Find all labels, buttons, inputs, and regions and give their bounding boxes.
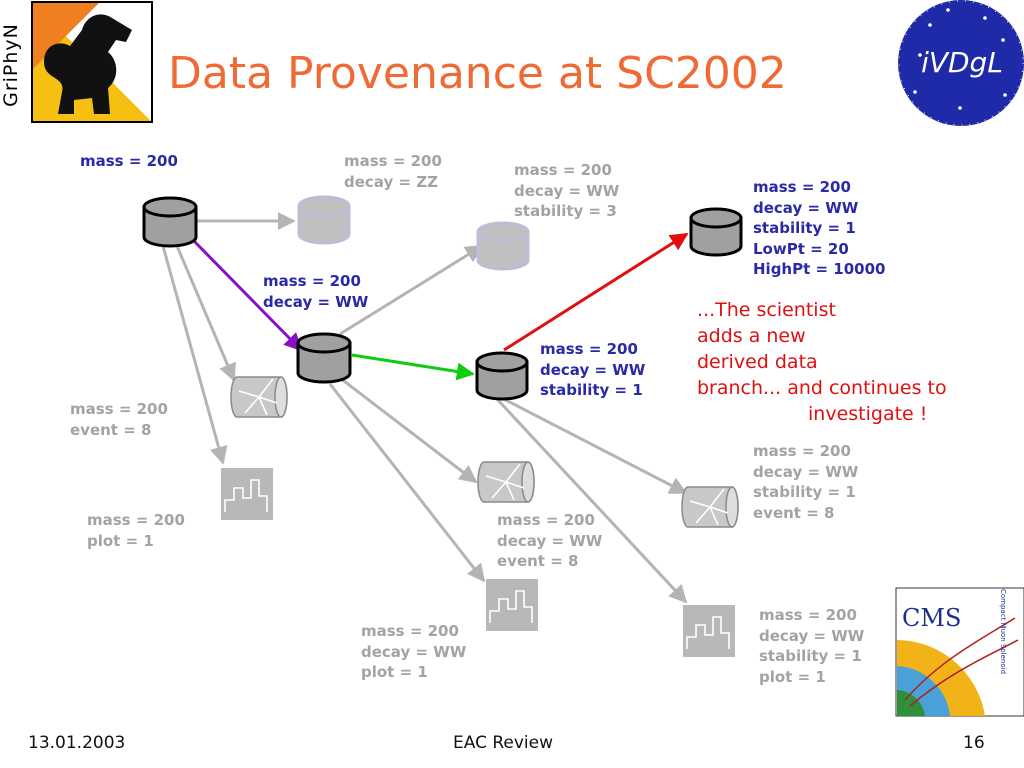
label-s1-plot: mass = 200 decay = WW stability = 1 plot… [759, 605, 864, 687]
database-icon[interactable] [297, 195, 351, 245]
label-root: mass = 200 [80, 151, 178, 172]
edge-ww-s1-green [351, 353, 475, 381]
label-line: mass = 200 [361, 622, 459, 640]
label-ww: mass = 200 decay = WW [263, 271, 368, 312]
label-line: mass = 200 [87, 511, 185, 529]
edge-ww-plot [328, 383, 486, 583]
label-line: decay = WW [263, 292, 369, 311]
label-line: mass = 200 [514, 161, 612, 179]
label-ww-plot: mass = 200 decay = WW plot = 1 [361, 621, 466, 683]
label-line: stability = 1 [753, 483, 856, 501]
database-icon[interactable] [689, 207, 743, 257]
note-line: adds a new [697, 325, 806, 347]
event-data-icon[interactable] [477, 460, 535, 504]
gray-edges [161, 212, 688, 604]
edge-s1-lowpt-red [503, 232, 689, 352]
griphyn-logo-text: GriPhyN [0, 23, 22, 107]
cms-logo [895, 587, 1024, 717]
label-line: mass = 200 [80, 152, 178, 170]
note-line: branch... and continues to [697, 377, 947, 399]
ivdgl-logo-text: iVDgL [921, 46, 1003, 79]
label-line: mass = 200 [540, 340, 638, 358]
edge-ww-event [339, 376, 478, 484]
label-line: stability = 3 [514, 202, 617, 220]
label-line: mass = 200 [753, 442, 851, 460]
footer-date: 13.01.2003 [28, 733, 126, 753]
label-line: LowPt = 20 [753, 239, 849, 258]
label-ww-s3: mass = 200 decay = WW stability = 3 [514, 160, 619, 222]
label-line: decay = WW [753, 198, 859, 217]
database-icon[interactable] [475, 351, 529, 401]
event-data-icon[interactable] [681, 485, 739, 529]
edge-s1-plot [494, 396, 688, 604]
label-line: event = 8 [753, 503, 835, 522]
database-icon[interactable] [142, 196, 198, 248]
label-ww-s1: mass = 200 decay = WW stability = 1 [540, 339, 645, 401]
label-line: decay = WW [497, 531, 603, 550]
label-s1-event: mass = 200 decay = WW stability = 1 even… [753, 441, 858, 523]
label-line: stability = 1 [540, 381, 643, 399]
edge-root-event [175, 245, 236, 382]
label-line: decay = ZZ [344, 172, 439, 191]
label-line: event = 8 [497, 552, 579, 570]
label-zz: mass = 200 decay = ZZ [344, 151, 442, 192]
label-line: mass = 200 [70, 400, 168, 418]
page-number: 16 [963, 733, 985, 753]
cms-logo-text: CMS [902, 604, 962, 632]
histogram-plot-icon[interactable] [220, 467, 274, 521]
edge-s1-event [495, 393, 688, 495]
edge-ww-s3 [339, 244, 484, 336]
label-root-event: mass = 200 event = 8 [70, 399, 168, 440]
label-line: plot = 1 [361, 663, 428, 681]
label-root-plot: mass = 200 plot = 1 [87, 510, 185, 551]
footer-center: EAC Review [453, 733, 553, 753]
label-line: plot = 1 [759, 667, 826, 686]
label-line: decay = WW [514, 181, 620, 200]
edge-root-plot [161, 245, 228, 465]
label-line: stability = 1 [753, 219, 856, 237]
label-line: mass = 200 [753, 178, 851, 196]
event-data-icon[interactable] [230, 375, 288, 419]
edge-root-ww-purple [192, 239, 303, 352]
griphyn-logo [31, 1, 153, 123]
label-line: decay = WW [753, 462, 859, 481]
note-line: derived data [697, 351, 818, 373]
histogram-plot-icon[interactable] [485, 578, 539, 632]
histogram-plot-icon[interactable] [682, 604, 736, 658]
label-line: mass = 200 [759, 606, 857, 624]
annotation-note: ...The scientist adds a new derived data… [697, 297, 947, 427]
label-ww-event: mass = 200 decay = WW event = 8 [497, 510, 602, 572]
label-line: mass = 200 [344, 152, 442, 170]
label-line: mass = 200 [497, 511, 595, 529]
note-line: ...The scientist [697, 299, 836, 321]
label-line: plot = 1 [87, 531, 154, 550]
slide-title: Data Provenance at SC2002 [168, 48, 787, 99]
label-line: event = 8 [70, 420, 152, 439]
label-line: mass = 200 [263, 272, 361, 290]
database-icon[interactable] [296, 332, 352, 384]
note-line: investigate ! [808, 403, 928, 425]
label-lowpt: mass = 200 decay = WW stability = 1 LowP… [753, 177, 885, 280]
label-line: decay = WW [540, 360, 646, 379]
label-line: decay = WW [759, 626, 865, 645]
label-line: stability = 1 [759, 647, 862, 665]
label-line: HighPt = 10000 [753, 260, 886, 278]
label-line: decay = WW [361, 642, 467, 661]
database-icon[interactable] [476, 221, 530, 271]
cms-logo-subtitle: Compact Muon Solenoid [999, 589, 1007, 675]
ivdgl-logo [898, 0, 1024, 126]
